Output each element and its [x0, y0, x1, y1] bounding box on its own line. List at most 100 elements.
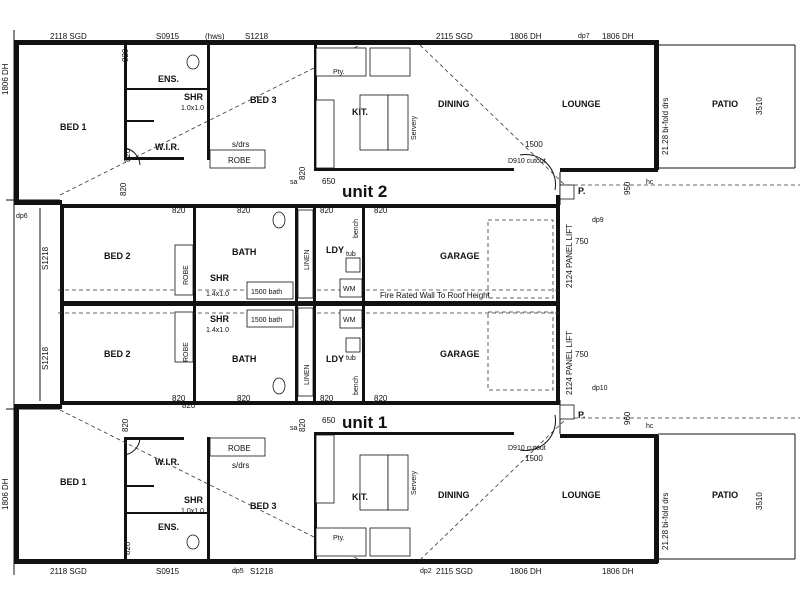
dim-u1-mid-820a: 820: [172, 394, 186, 403]
dim-u1-960: 960: [623, 411, 632, 425]
fire-wall-note: Fire Rated Wall To Roof Height: [380, 291, 491, 300]
dim-u1-820a: 820: [121, 418, 130, 432]
room-u2-dining: DINING: [438, 99, 470, 109]
room-u2-bed3: BED 3: [250, 95, 277, 105]
dim-bot-sgd2: 2115 SGD: [436, 567, 473, 576]
room-u1-ens: ENS.: [158, 522, 179, 532]
room-u2-servery: Servery: [411, 115, 418, 140]
dim-bot-dp5: dp5: [232, 568, 244, 575]
room-u1-wir: W.I.R.: [155, 457, 180, 467]
dim-bot-dp2: dp2: [420, 568, 432, 575]
dim-u2-mid-820b: 820: [237, 206, 251, 215]
room-u1-shr2-size: 1.4x1.0: [206, 327, 229, 334]
unit-2-label: unit 2: [342, 182, 387, 201]
room-u1-robe2: ROBE: [183, 342, 190, 362]
dim-u2-1500: 1500: [525, 140, 543, 149]
dim-u1-820d: 820: [298, 418, 307, 432]
dim-u2-dp6: dp6: [16, 213, 28, 220]
dim-u1-820c: 820: [182, 401, 196, 410]
dim-u2-820b: 820: [123, 148, 132, 162]
room-u2-patio: PATIO: [712, 99, 738, 109]
dim-u2-820c: 820: [119, 182, 128, 196]
dim-u2-820d: 820: [298, 166, 307, 180]
dim-u2-mid-820a: 820: [172, 206, 186, 215]
dim-u1-mid-820c: 820: [320, 394, 334, 403]
room-u1-bath: BATH: [232, 354, 256, 364]
room-u2-tub: tub: [346, 251, 356, 258]
dim-u2-mid-820c: 820: [320, 206, 334, 215]
dim-u1-3510: 3510: [755, 492, 764, 510]
room-u1-patio: PATIO: [712, 490, 738, 500]
room-u1-panel: 2124 PANEL LIFT: [565, 331, 574, 395]
dim-u1-mid-820d: 820: [374, 394, 388, 403]
room-u1-bath-size: 1500 bath: [251, 317, 282, 324]
dim-u2-dp9: dp9: [592, 217, 604, 224]
room-u1-kit: KIT.: [352, 492, 368, 502]
room-u2-bed1: BED 1: [60, 122, 87, 132]
room-u1-tub: tub: [346, 355, 356, 362]
room-u2-linen: LINEN: [304, 249, 311, 270]
room-u2-bath: BATH: [232, 247, 256, 257]
dim-bot-dh2: 1806 DH: [602, 567, 634, 576]
room-u2-pty: Pty.: [333, 69, 345, 76]
dim-bot-dh1: 1806 DH: [510, 567, 542, 576]
room-u2-robe: ROBE: [228, 156, 251, 165]
room-u2-wir: W.I.R.: [155, 142, 180, 152]
dim-u2-3510: 3510: [755, 97, 764, 115]
dim-top-sgd2: 2115 SGD: [436, 32, 473, 41]
room-u1-p: P.: [578, 410, 585, 420]
room-u1-bed2: BED 2: [104, 349, 131, 359]
room-u1-bench: bench: [353, 376, 360, 395]
room-u1-ldy: LDY: [326, 354, 344, 364]
dim-bot-s0915: S0915: [156, 567, 180, 576]
dim-top-hws: (hws): [205, 32, 225, 41]
dim-u2-sa: sa: [290, 179, 298, 186]
dim-u2-1806: 1806 DH: [1, 63, 10, 95]
room-u2-ldy: LDY: [326, 245, 344, 255]
dim-bot-sgd1: 2118 SGD: [50, 567, 87, 576]
room-u2-garage: GARAGE: [440, 251, 480, 261]
room-u1-dining: DINING: [438, 490, 470, 500]
dashed-lines: [58, 44, 800, 561]
room-u2-kit: KIT.: [352, 107, 368, 117]
room-u1-shr-size: 1.0x1.0: [181, 508, 204, 515]
room-u1-garage: GARAGE: [440, 349, 480, 359]
room-u2-bench: bench: [353, 219, 360, 238]
room-u2-bed2: BED 2: [104, 251, 131, 261]
room-u1-fold: 21.28 bi-fold drs: [661, 493, 670, 550]
room-u1-cutout: D910 cutout: [508, 445, 546, 452]
room-u2-wm: WM: [343, 286, 356, 293]
room-u2-shr2: SHR: [210, 273, 230, 283]
dim-u2-s1218: S1218: [41, 246, 50, 270]
dim-top-dh2: 1806 DH: [602, 32, 634, 41]
dim-u2-hc: hc: [646, 179, 654, 186]
dim-u2-820a: 820: [121, 48, 130, 62]
dim-u1-dp10: dp10: [592, 385, 608, 392]
room-u1-lounge: LOUNGE: [562, 490, 601, 500]
dim-u1-mid-820b: 820: [237, 394, 251, 403]
dim-top-s0915: S0915: [156, 32, 180, 41]
dim-u1-s1218: S1218: [41, 346, 50, 370]
room-u1-bed1: BED 1: [60, 477, 87, 487]
labels: 2118 SGD S0915 (hws) S1218 2115 SGD 1806…: [1, 32, 764, 576]
room-u1-linen: LINEN: [304, 364, 311, 385]
dim-u2-750: 750: [575, 237, 589, 246]
room-u1-robe: ROBE: [228, 444, 251, 453]
room-u2-sdrs: s/drs: [232, 140, 249, 149]
dim-u1-1500: 1500: [525, 454, 543, 463]
room-u2-panel: 2124 PANEL LIFT: [565, 224, 574, 288]
room-u1-wm: WM: [343, 317, 356, 324]
room-u1-bed3: BED 3: [250, 501, 277, 511]
dim-top-dh1: 1806 DH: [510, 32, 542, 41]
dim-top-s1218: S1218: [245, 32, 269, 41]
dim-u1-820b: 820: [123, 541, 132, 555]
room-u2-robe2: ROBE: [183, 265, 190, 285]
dim-u1-650: 650: [322, 416, 336, 425]
room-u1-shr2: SHR: [210, 314, 230, 324]
room-u1-shr: SHR: [184, 495, 204, 505]
fixtures: [123, 47, 575, 557]
walls: [14, 40, 659, 564]
dim-u1-1806: 1806 DH: [1, 478, 10, 510]
thin-lines: [6, 30, 796, 575]
